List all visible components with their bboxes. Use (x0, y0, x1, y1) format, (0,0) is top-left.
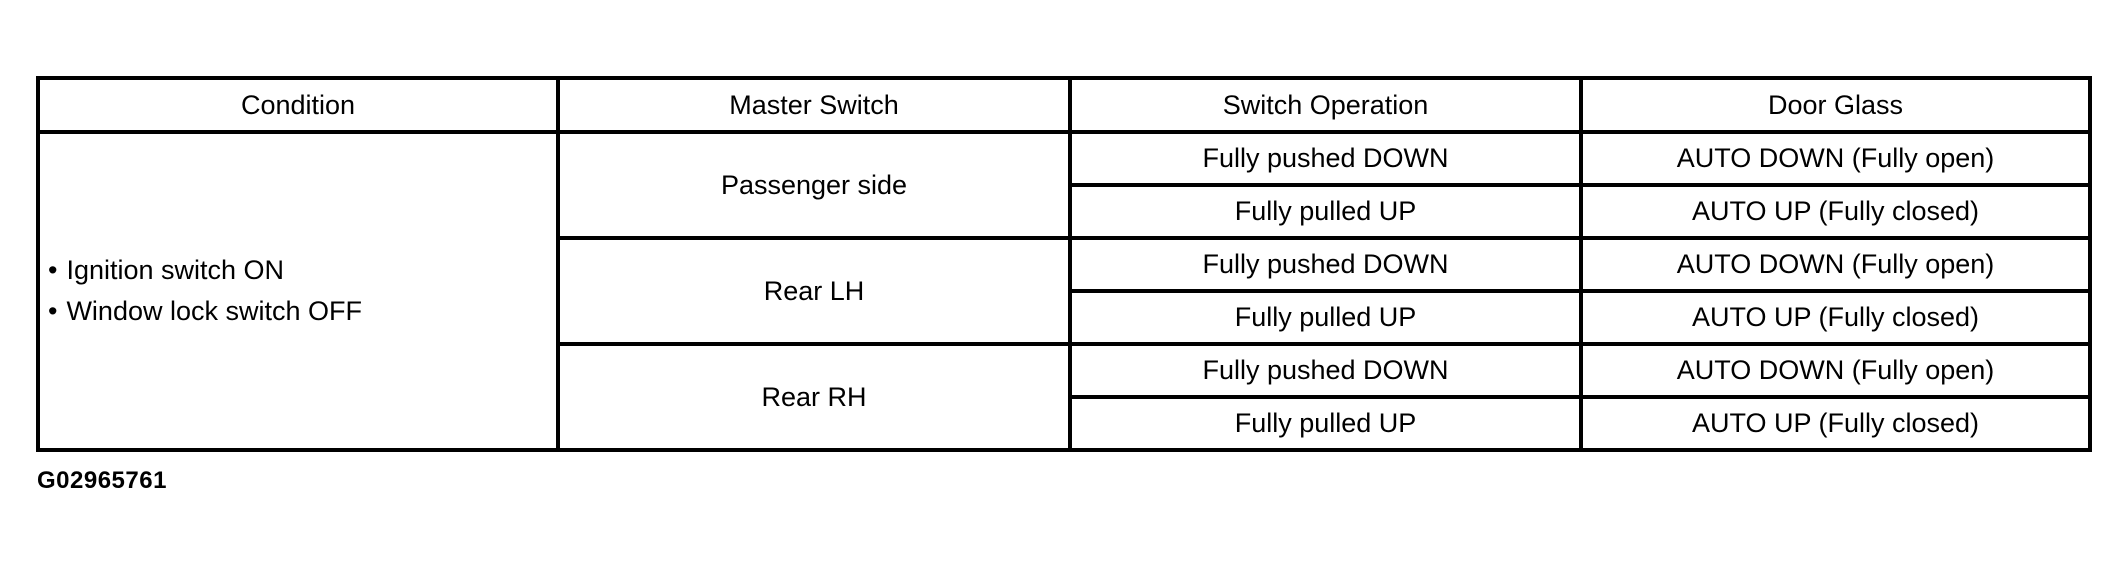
table-header-row: Condition Master Switch Switch Operation… (36, 76, 2092, 134)
table-row: Fully pulled UP AUTO UP (Fully closed) (38, 183, 2092, 240)
table-row: Fully pulled UP AUTO UP (Fully closed) (38, 395, 2092, 452)
door-glass-cell: AUTO DOWN (Fully open) (1579, 342, 2092, 399)
figure-code: G02965761 (37, 467, 167, 494)
power-window-operation-table: Condition Master Switch Switch Operation… (36, 76, 2092, 452)
switch-operation-cell: Fully pulled UP (1068, 395, 1583, 452)
bullet-icon: • (48, 296, 58, 326)
column-header-condition: Condition (36, 76, 560, 134)
door-glass-cell: AUTO UP (Fully closed) (1579, 289, 2092, 346)
door-glass-cell: AUTO DOWN (Fully open) (1579, 236, 2092, 293)
switch-operation-cell: Fully pulled UP (1068, 289, 1583, 346)
door-glass-cell: AUTO DOWN (Fully open) (1579, 130, 2092, 187)
condition-cell: • Ignition switch ON • Window lock switc… (36, 130, 560, 452)
master-switch-cell: Rear RH (556, 342, 1072, 452)
table-row: Fully pulled UP AUTO UP (Fully closed) (38, 289, 2092, 346)
switch-operation-cell: Fully pushed DOWN (1068, 342, 1583, 399)
table-row: Rear RH Fully pushed DOWN AUTO DOWN (Ful… (38, 342, 2092, 452)
column-header-master-switch: Master Switch (556, 76, 1072, 134)
column-header-switch-operation: Switch Operation (1068, 76, 1583, 134)
door-glass-cell: AUTO UP (Fully closed) (1579, 395, 2092, 452)
condition-item: • Ignition switch ON (48, 250, 554, 291)
column-header-door-glass: Door Glass (1579, 76, 2092, 134)
switch-operation-cell: Fully pulled UP (1068, 183, 1583, 240)
switch-operation-cell: Fully pushed DOWN (1068, 130, 1583, 187)
master-switch-cell: Rear LH (556, 236, 1072, 346)
bullet-icon: • (48, 255, 58, 285)
door-glass-cell: AUTO UP (Fully closed) (1579, 183, 2092, 240)
condition-item-text: Window lock switch OFF (66, 296, 363, 326)
condition-item-text: Ignition switch ON (66, 255, 285, 285)
table-row: • Ignition switch ON • Window lock switc… (36, 130, 2092, 452)
switch-operation-cell: Fully pushed DOWN (1068, 236, 1583, 293)
table-row: Rear LH Fully pushed DOWN AUTO DOWN (Ful… (38, 236, 2092, 346)
master-switch-cell: Passenger side (556, 130, 1072, 240)
condition-item: • Window lock switch OFF (48, 291, 554, 332)
